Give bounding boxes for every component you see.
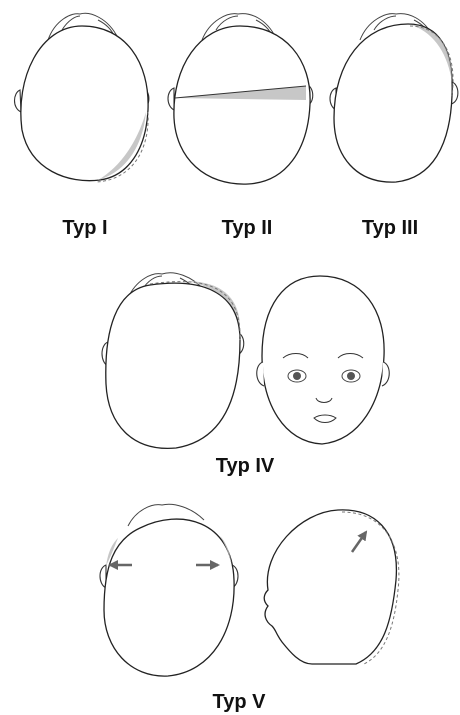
skull-outline [334, 24, 452, 182]
skull-outline [174, 26, 310, 184]
right-ear [382, 362, 389, 386]
head-typ-2 [168, 14, 313, 184]
skull-outline [106, 283, 240, 448]
skull-outline [104, 519, 234, 676]
label-typ-2: Typ II [222, 217, 273, 239]
left-ear [168, 88, 174, 110]
label-typ-3: Typ III [362, 217, 418, 239]
right-pupil [347, 372, 355, 380]
head-typ-5 [100, 504, 238, 676]
head-profile-side-view [264, 510, 399, 664]
left-pupil [293, 372, 301, 380]
head-typ-4 [102, 273, 244, 449]
label-typ-5: Typ V [213, 691, 267, 713]
profile-outline [264, 510, 396, 664]
head-typ-3 [330, 14, 458, 182]
left-ear [15, 90, 22, 112]
left-ear [257, 362, 264, 386]
label-typ-1: Typ I [62, 217, 107, 239]
head-typ-1 [15, 13, 149, 182]
label-typ-4: Typ IV [216, 455, 275, 477]
face-outline [262, 276, 384, 444]
baby-face-front-view [257, 276, 390, 444]
